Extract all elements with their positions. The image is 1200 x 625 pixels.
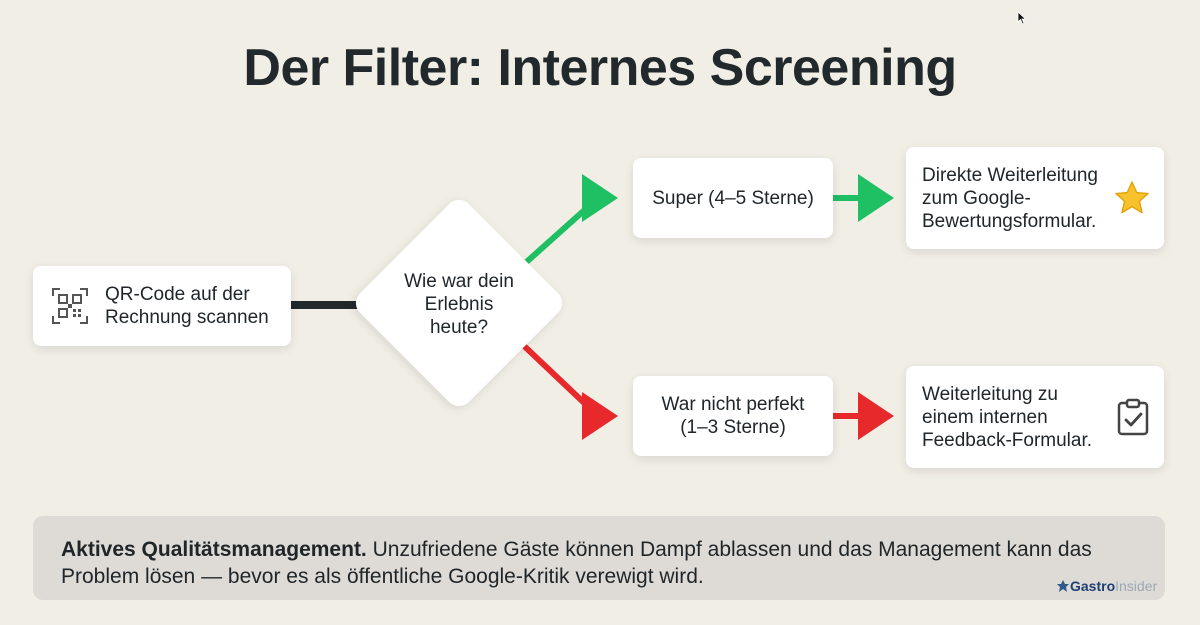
google-redirect-card: Direkte Weiterleitung zum Google- Bewert… bbox=[906, 147, 1164, 249]
mouse-cursor-icon bbox=[1017, 11, 1027, 25]
star-icon bbox=[1115, 181, 1149, 214]
arrow-decision-to-positive bbox=[519, 174, 618, 269]
decision-label: Wie war dein Erlebnis heute? bbox=[404, 271, 514, 338]
brand-name-part1: Gastro bbox=[1070, 578, 1116, 594]
summary-heading: Aktives Qualitätsmanagement. bbox=[61, 538, 367, 561]
summary-box: Aktives Qualitätsmanagement. Unzufrieden… bbox=[33, 516, 1165, 600]
clipboard-check-icon bbox=[1117, 398, 1149, 436]
slide-title: Der Filter: Internes Screening bbox=[243, 39, 957, 97]
negative-rating-label: War nicht perfekt (1–3 Sterne) bbox=[661, 394, 805, 438]
positive-rating-label: Super (4–5 Sterne) bbox=[652, 187, 814, 209]
internal-feedback-card: Weiterleitung zu einem internen Feedback… bbox=[906, 366, 1164, 468]
brand-name-part2: Insider bbox=[1115, 578, 1158, 594]
gastroinsider-logo-icon bbox=[1057, 580, 1069, 592]
start-step-card: QR-Code auf der Rechnung scannen bbox=[33, 266, 291, 346]
qr-code-icon bbox=[52, 288, 88, 324]
arrow-decision-to-negative bbox=[519, 341, 618, 440]
internal-feedback-label: Weiterleitung zu einem internen Feedback… bbox=[922, 383, 1093, 451]
summary-text: Unzufriedene Gäste können Dampf ablassen… bbox=[61, 538, 1092, 588]
positive-rating-card: Super (4–5 Sterne) bbox=[633, 158, 833, 238]
google-redirect-label: Direkte Weiterleitung zum Google- Bewert… bbox=[922, 164, 1099, 232]
start-step-label: QR-Code auf der Rechnung scannen bbox=[105, 284, 269, 328]
negative-rating-card: War nicht perfekt (1–3 Sterne) bbox=[633, 376, 833, 456]
